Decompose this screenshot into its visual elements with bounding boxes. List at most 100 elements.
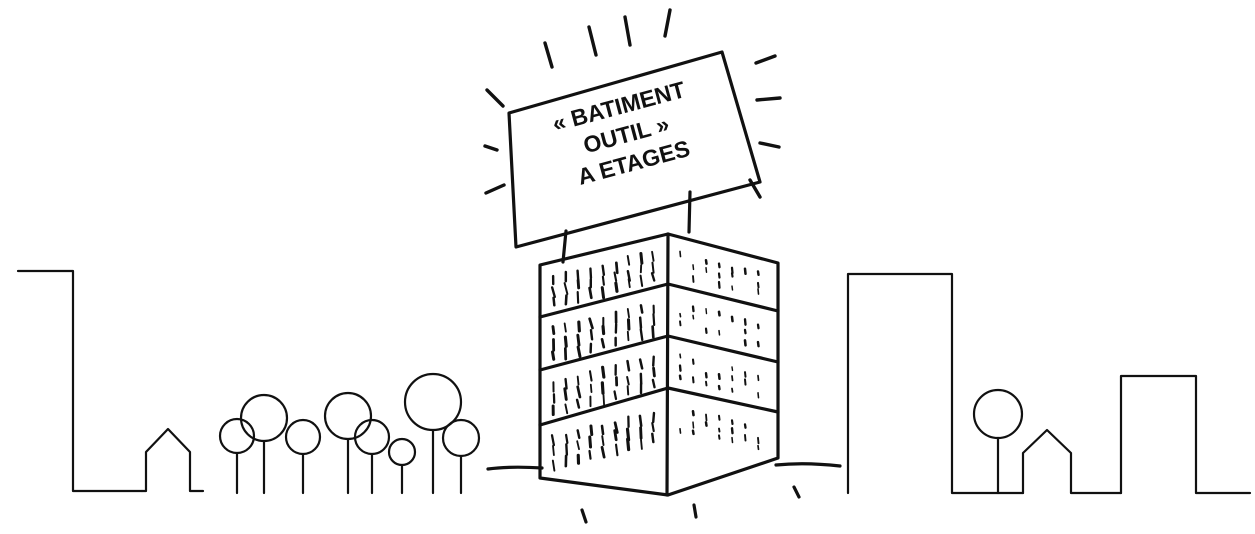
- ray: [665, 10, 670, 36]
- window-stroke: [552, 435, 554, 445]
- ray: [757, 98, 780, 100]
- tree: [286, 420, 320, 493]
- window-stroke: [590, 269, 591, 278]
- window-stroke: [758, 438, 759, 443]
- floor-line: [540, 388, 778, 425]
- window-stroke: [719, 312, 720, 315]
- window-stroke: [628, 439, 629, 449]
- window-stroke: [732, 420, 733, 424]
- window-stroke: [616, 283, 617, 291]
- window-stroke: [758, 289, 759, 294]
- window-stroke: [693, 265, 694, 270]
- window-stroke: [591, 330, 592, 339]
- window-stroke: [719, 273, 720, 277]
- window-stroke: [615, 273, 617, 281]
- window-stroke: [566, 379, 567, 388]
- sign-pole-right: [689, 192, 690, 232]
- window-stroke: [552, 287, 555, 296]
- window-stroke: [652, 423, 653, 431]
- window-stroke: [604, 395, 605, 406]
- window-stroke: [602, 426, 603, 434]
- window-stroke: [745, 435, 746, 441]
- window-stroke: [758, 271, 759, 274]
- window-stroke: [758, 283, 759, 287]
- window-stroke: [578, 430, 580, 437]
- window-stroke: [590, 437, 591, 447]
- window-stroke: [565, 283, 568, 294]
- window-stroke: [652, 263, 653, 273]
- window-stroke: [616, 445, 617, 456]
- window-stroke: [603, 266, 604, 275]
- right-block-outline: [1121, 376, 1250, 493]
- window-stroke: [591, 385, 592, 392]
- window-stroke: [706, 415, 707, 421]
- window-stroke: [719, 416, 720, 420]
- tree: [220, 419, 254, 493]
- window-stroke: [693, 307, 694, 312]
- ray: [545, 43, 552, 67]
- window-stroke: [732, 389, 733, 392]
- window-stroke: [654, 368, 655, 376]
- window-stroke: [653, 380, 655, 387]
- window-stroke: [745, 269, 746, 274]
- tree: [325, 393, 371, 493]
- window-stroke: [578, 377, 579, 385]
- window-stroke: [627, 377, 629, 384]
- window-stroke: [553, 446, 554, 455]
- window-stroke: [602, 288, 603, 298]
- window-stroke: [566, 444, 567, 454]
- window-stroke: [603, 277, 604, 285]
- window-stroke: [565, 337, 566, 346]
- window-stroke: [680, 321, 681, 325]
- window-stroke: [578, 387, 580, 397]
- window-stroke: [590, 451, 591, 459]
- window-stroke: [758, 376, 759, 381]
- window-stroke: [641, 440, 642, 449]
- window-stroke: [628, 309, 629, 317]
- right-tower-outline: [848, 274, 1023, 493]
- building-corner-edge: [667, 234, 668, 495]
- window-stroke: [680, 251, 681, 256]
- window-stroke: [652, 252, 653, 261]
- left-trees: [220, 374, 479, 493]
- window-stroke: [745, 379, 746, 384]
- window-stroke: [719, 374, 720, 378]
- window-stroke: [758, 393, 759, 398]
- window-stroke: [732, 376, 733, 380]
- window-stroke: [603, 326, 604, 333]
- window-stroke: [758, 342, 759, 346]
- window-hatching: [552, 251, 758, 470]
- window-stroke: [579, 322, 580, 331]
- window-stroke: [641, 254, 642, 264]
- right-house-outline: [1023, 430, 1121, 493]
- window-stroke: [693, 422, 694, 428]
- window-stroke: [615, 391, 616, 398]
- window-stroke: [615, 431, 616, 440]
- window-stroke: [602, 447, 604, 457]
- tree: [241, 395, 287, 493]
- window-stroke: [758, 325, 759, 329]
- window-stroke: [577, 441, 579, 449]
- window-stroke: [553, 352, 554, 359]
- left-house-outline: [142, 429, 203, 491]
- window-stroke: [652, 434, 653, 442]
- window-stroke: [629, 279, 630, 287]
- floor-line: [540, 284, 778, 317]
- ray: [589, 27, 596, 55]
- window-stroke: [652, 273, 654, 280]
- tree: [443, 420, 479, 493]
- window-stroke: [653, 327, 654, 338]
- window-stroke: [628, 256, 629, 265]
- window-stroke: [616, 263, 617, 273]
- window-stroke: [693, 360, 694, 364]
- window-stroke: [732, 428, 733, 433]
- window-stroke: [719, 386, 720, 389]
- window-stroke: [565, 323, 566, 331]
- ray: [485, 146, 497, 150]
- window-stroke: [706, 422, 707, 425]
- window-stroke: [578, 335, 579, 345]
- window-stroke: [732, 286, 733, 290]
- ground-stroke-left: [488, 467, 542, 469]
